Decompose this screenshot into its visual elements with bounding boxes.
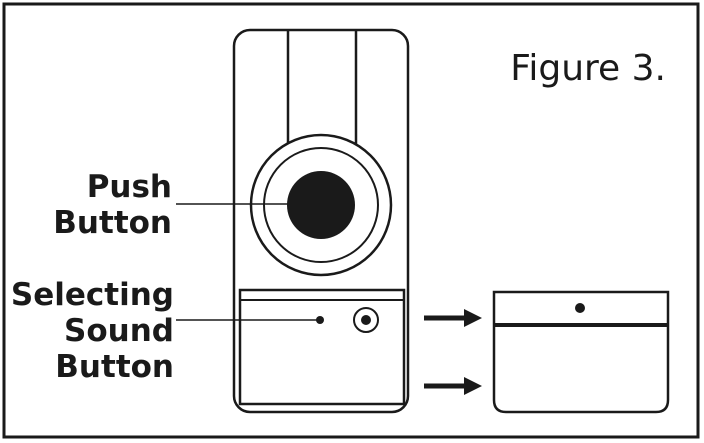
detached-panel-indicator-dot	[575, 303, 585, 313]
selecting-sound-button-icon	[361, 315, 371, 325]
selecting-sound-indicator-dot	[316, 316, 324, 324]
detached-panel	[492, 290, 670, 414]
device-lower-panel	[238, 288, 406, 406]
push-button-label-line-2: Button	[53, 205, 172, 241]
selecting-sound-label-line-1: Selecting	[11, 277, 174, 313]
arrow-right-icon	[424, 309, 482, 327]
arrow-right-icon	[424, 377, 482, 395]
push-button-inner-ring	[263, 147, 379, 263]
push-button-label-line-1: Push	[87, 169, 172, 205]
selecting-sound-label-line-2: Sound	[64, 313, 174, 349]
push-button-icon	[287, 171, 355, 239]
selecting-sound-label-line-3: Button	[55, 349, 174, 385]
selecting-sound-button-ring	[353, 307, 379, 333]
device-body	[232, 28, 410, 414]
figure-caption: Figure 3.	[510, 48, 666, 89]
figure-border	[2, 2, 700, 439]
